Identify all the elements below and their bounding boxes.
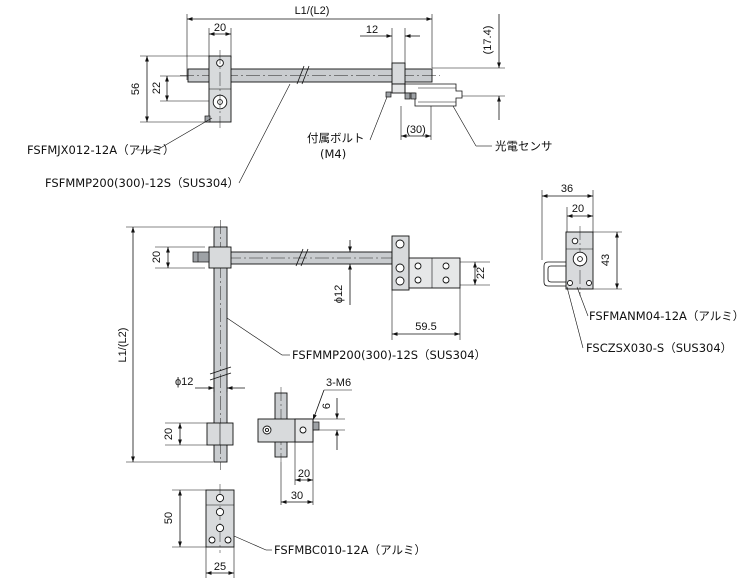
dim-top-56: 56 <box>130 83 142 95</box>
dim-right-43: 43 <box>600 254 612 266</box>
label-bolt-line2: (M4) <box>320 147 346 161</box>
dim-top-22: 22 <box>151 82 163 94</box>
dim-mid-59-5: 59.5 <box>415 321 436 333</box>
label-fsfmanm: FSFMANM04-12A（アルミ） <box>589 309 744 323</box>
dim-left-20: 20 <box>163 428 175 440</box>
bottom-clamp-view: 50 25 FSFMBC010-12A（アルミ） <box>163 484 426 578</box>
label-bolt-line1: 付属ボルト <box>307 131 365 145</box>
dim-detail-3m6: 3-M6 <box>326 377 351 389</box>
dim-top-20: 20 <box>214 22 226 34</box>
label-fsfmjx: FSFMJX012-12A（アルミ） <box>27 143 175 157</box>
dim-bottom-50: 50 <box>163 512 175 524</box>
dim-top-17-4: (17.4) <box>482 26 494 55</box>
label-fsczsx: FSCZSX030-S（SUS304） <box>586 341 732 355</box>
dim-right-20: 20 <box>572 203 584 215</box>
dim-left-phi12: ϕ12 <box>175 376 193 388</box>
dim-left-l1-l2: L1/(L2) <box>117 328 129 363</box>
dim-mid-22: 22 <box>475 267 487 279</box>
dim-top-12: 12 <box>366 24 378 36</box>
label-fsfmmp-top: FSFMMP200(300)-12S（SUS304） <box>45 176 239 190</box>
top-sensor-mount <box>391 62 406 85</box>
label-fsfmbc: FSFMBC010-12A（アルミ） <box>274 543 426 557</box>
dim-top-30: (30) <box>406 124 426 136</box>
dim-detail-30: 30 <box>291 490 303 502</box>
dim-mid-phi12: ϕ12 <box>333 285 345 303</box>
dim-mid-20: 20 <box>151 251 163 263</box>
front-cross-clamp <box>208 246 232 269</box>
detail-bracket-view: 3-M6 6 20 30 <box>257 377 352 505</box>
dim-right-36: 36 <box>561 183 573 195</box>
top-assembly: L1/(L2) 20 12 (17.4) 56 22 <box>27 5 553 190</box>
front-assembly: L1/(L2) 20 ϕ12 20 <box>117 220 490 470</box>
label-sensor: 光電センサ <box>495 139 553 153</box>
label-fsfmmp-mid: FSFMMP200(300)-12S（SUS304） <box>292 348 486 362</box>
dim-bottom-25: 25 <box>214 561 226 573</box>
right-mount-view: 36 20 43 FSFMANM04-12A（アルミ） FSCZSX030-S（… <box>541 183 744 355</box>
dim-detail-20: 20 <box>298 468 310 480</box>
dim-top-l1-l2: L1/(L2) <box>295 5 330 17</box>
dim-detail-6: 6 <box>321 403 333 409</box>
